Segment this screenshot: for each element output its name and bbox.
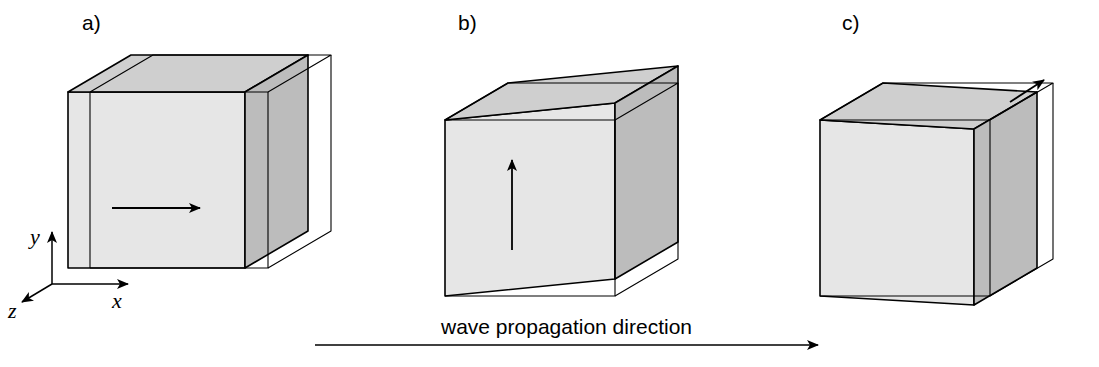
- panel-label: b): [458, 12, 477, 33]
- caption-text: wave propagation direction: [441, 316, 692, 337]
- axis-label: z: [8, 300, 17, 322]
- panel-label: c): [842, 12, 860, 33]
- axis-label: x: [112, 290, 122, 312]
- cube-b: [445, 66, 678, 296]
- axis-label: y: [30, 226, 40, 248]
- cube-a: [68, 55, 331, 268]
- cube-c: [820, 80, 1053, 305]
- propagation-arrow: [315, 344, 818, 346]
- panel-label: a): [82, 12, 101, 33]
